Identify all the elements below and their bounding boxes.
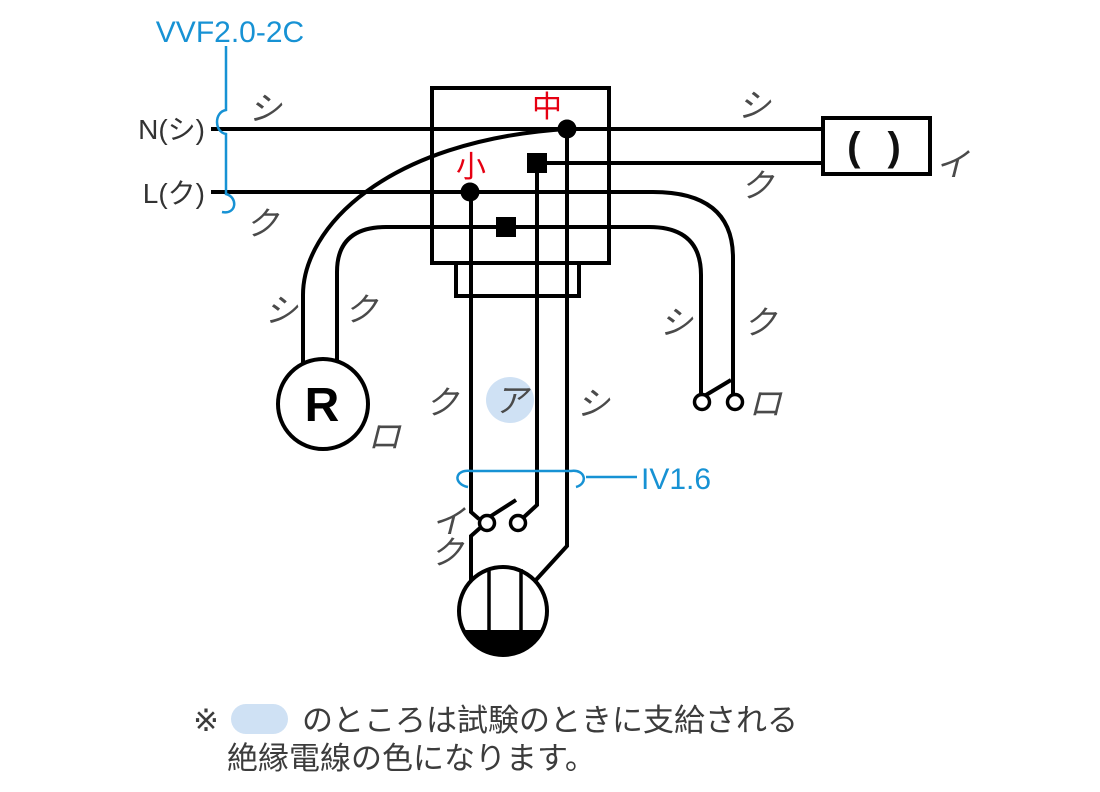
ring-sleeve-medium-joint — [557, 119, 577, 139]
connector-joint-upper — [527, 153, 547, 173]
label-rosette-top-shi: シ — [738, 87, 772, 124]
iv-wire-label: IV1.6 — [641, 463, 711, 496]
switch-box — [454, 261, 581, 298]
switch-i-lever — [489, 498, 518, 518]
sleeve-small-mark: 小 — [456, 151, 486, 184]
label-switch-ro-left-shi: シ — [660, 304, 694, 341]
switch-ro-lever — [704, 378, 733, 397]
label-switch-i-circuit-i: イ — [432, 503, 467, 540]
wire-receptacle-ku-to-switch-ro — [335, 225, 703, 394]
source-neutral-label: N(シ) — [138, 114, 205, 145]
switch-ro-terminal-right — [725, 392, 745, 412]
note-color-swatch — [231, 704, 288, 734]
label-rosette-circuit-i: イ — [936, 146, 971, 183]
label-n-left-shi: シ — [249, 90, 283, 127]
iv-wire-brace — [456, 469, 637, 489]
wire-shi-down-to-outlet — [533, 129, 569, 583]
label-switch-ro-circuit-ro: ロ — [749, 385, 784, 422]
vvf-cable-label: VVF2.0-2C — [156, 16, 304, 49]
receptacle-letter: R — [305, 379, 340, 432]
label-switch-ro-right-ku: ク — [744, 304, 778, 341]
ring-sleeve-small-joint — [460, 182, 480, 202]
wire-receptacle-shi-to-medium-sleeve — [301, 127, 567, 363]
label-rosette-bottom-ku: ク — [741, 167, 775, 204]
sleeve-medium-mark: 中 — [532, 91, 562, 124]
wire-live-to-switch-ro — [211, 190, 735, 394]
label-switch-i-wire-ku: ク — [431, 534, 465, 571]
switch-i-terminal-left — [477, 513, 497, 533]
connector-joint-lower — [496, 217, 516, 237]
source-live-label: L(ク) — [143, 178, 205, 209]
outlet-bottom-segment — [463, 630, 543, 655]
wire-a-down-to-switch-i — [522, 163, 539, 519]
label-receptacle-left-shi: シ — [265, 292, 299, 329]
ceiling-rosette-symbol: ( ) — [847, 125, 909, 169]
label-receptacle-circuit-ro: ロ — [368, 418, 403, 455]
vvf-cable-bracket — [215, 46, 236, 214]
label-l-left-ku: ク — [246, 205, 280, 242]
switch-i-terminal-right — [508, 513, 528, 533]
label-receptacle-right-ku: ク — [345, 291, 379, 328]
lamp-receptacle-ro — [276, 357, 370, 451]
wire-a-highlight — [486, 377, 534, 423]
label-down-left-ku: ク — [426, 384, 460, 421]
note-marker: ※ — [193, 703, 219, 738]
switch-ro-terminal-left — [692, 392, 712, 412]
note-line2: 絶縁電線の色になります。 — [227, 741, 596, 776]
note-line1: のところは試験のときに支給される — [302, 703, 798, 738]
label-down-right-shi: シ — [577, 385, 611, 422]
label-down-middle-a: ア — [495, 382, 532, 419]
outlet-terminal-lines — [487, 568, 523, 630]
wire-ku-down-to-switch-i — [469, 192, 482, 581]
ceiling-rosette-i — [821, 116, 932, 176]
